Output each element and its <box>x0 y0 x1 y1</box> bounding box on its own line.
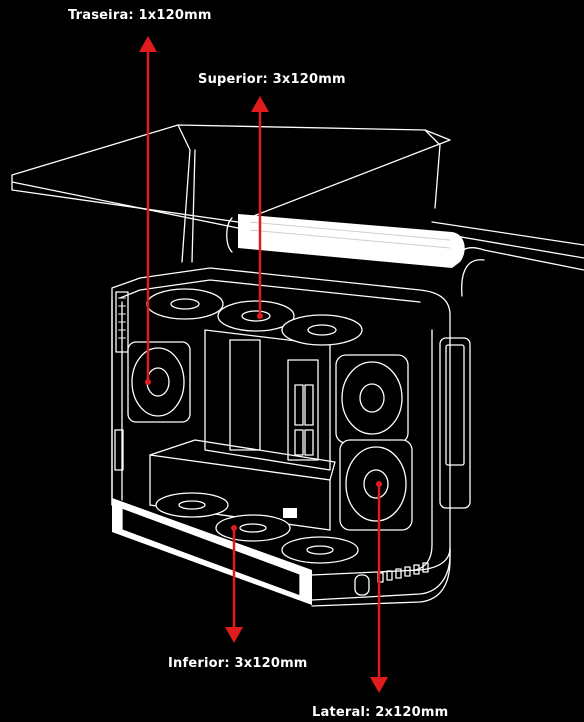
top-fan-3 <box>281 314 363 346</box>
side-fans <box>335 354 413 531</box>
top-fan-2 <box>217 300 295 332</box>
bottom-fan-label: Inferior: 3x120mm <box>168 656 308 671</box>
side-fan-upper <box>335 354 409 444</box>
rear-fan-label: Traseira: 1x120mm <box>68 8 212 23</box>
top-fan-label: Superior: 3x120mm <box>198 72 346 87</box>
rear-fan <box>127 341 191 423</box>
arrow-rear <box>139 36 157 385</box>
top-handle-bar <box>226 214 465 268</box>
side-fan-lower <box>339 439 413 531</box>
bottom-fan-2 <box>215 514 291 542</box>
bottom-fan-1 <box>155 492 229 518</box>
arrow-up-icon <box>139 36 157 52</box>
case-chassis <box>111 267 471 601</box>
front-io-ports <box>377 562 429 583</box>
rear-io-plate <box>114 291 129 471</box>
case-base <box>112 498 451 607</box>
motherboard-area <box>204 329 331 471</box>
bottom-fan-3 <box>281 536 359 564</box>
top-glass-panel <box>11 124 451 263</box>
arrow-down-icon <box>225 627 243 643</box>
side-fan-label: Lateral: 2x120mm <box>312 705 449 720</box>
top-fans <box>146 288 363 346</box>
arrow-top <box>251 96 269 319</box>
arrow-side <box>370 481 388 693</box>
arrow-up-icon <box>251 96 269 112</box>
top-fan-1 <box>146 288 224 320</box>
arrow-down-icon <box>370 677 388 693</box>
arrow-bottom <box>225 525 243 643</box>
